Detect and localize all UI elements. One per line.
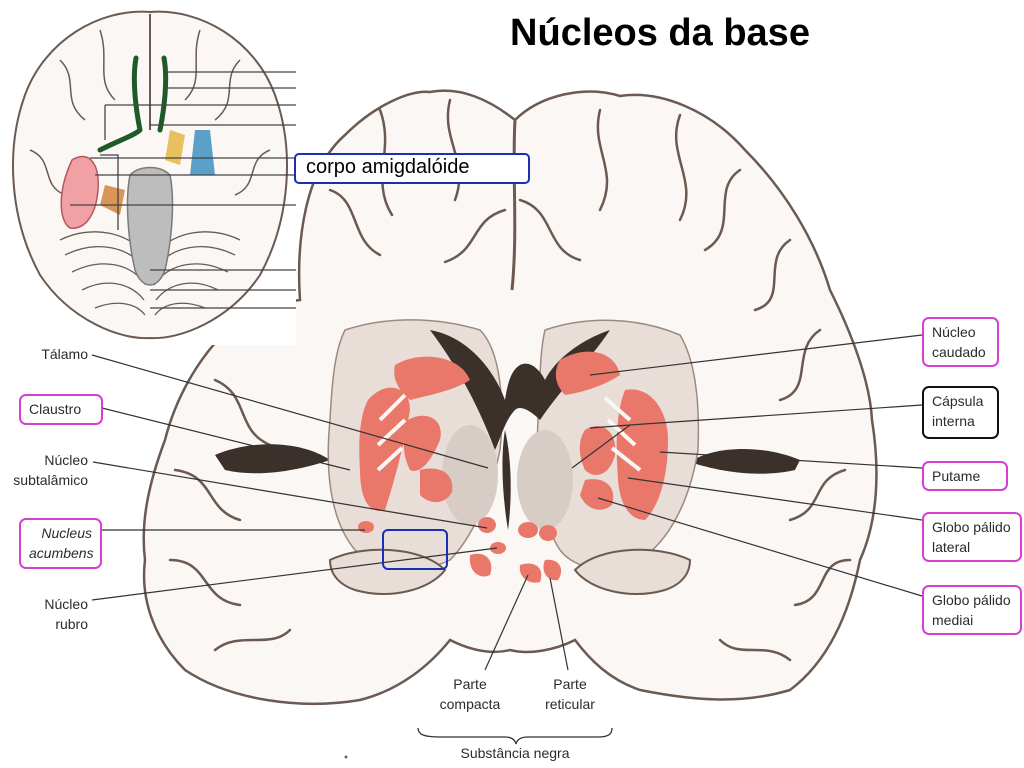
longitudinal-fissure	[510, 119, 517, 291]
label-capsula-interna-line2: interna	[932, 413, 975, 429]
leader-talamo	[91, 354, 489, 469]
label-nucleo-caudado-box: Núcleo caudado	[922, 317, 999, 367]
basal-nuclei-right	[518, 351, 668, 583]
label-globo-palido-lateral-line2: lateral	[932, 539, 971, 555]
leader-capsula-2	[571, 424, 631, 469]
label-nucleo-subtalamico-line2: subtalâmico	[13, 472, 88, 488]
label-nucleus-acumbens-line1: Nucleus	[41, 525, 92, 541]
leader-putame	[659, 451, 923, 469]
highlight-rectangle	[382, 529, 448, 570]
substancia-negra-bracket	[417, 727, 613, 745]
label-claustro: Claustro	[29, 401, 82, 417]
label-substancia-negra: Substância negra	[460, 745, 570, 761]
label-nucleo-caudado-line1: Núcleo	[932, 324, 976, 340]
inset-olfactory-tracts	[97, 55, 169, 153]
inset-brainstem	[126, 166, 174, 286]
temporal-lobe-right	[573, 548, 692, 595]
basal-nuclei-left	[358, 356, 506, 577]
label-nucleo-subtalamico-line1: Núcleo	[44, 452, 88, 468]
inset-leader-lines	[70, 71, 296, 309]
thalamus-right	[517, 430, 573, 530]
label-capsula-interna-box: Cápsula interna	[922, 386, 999, 439]
lateral-sulcus-left	[215, 444, 330, 474]
label-nucleo-rubro-line2: rubro	[55, 616, 88, 632]
corpo-amigdaloide-callout: corpo amigdalóide	[294, 153, 530, 184]
label-parte-reticular: Parte reticular	[530, 674, 610, 714]
label-nucleus-acumbens-line2: acumbens	[29, 545, 94, 561]
leader-claustro	[101, 407, 351, 471]
label-nucleo-caudado-line2: caudado	[932, 344, 986, 360]
temporal-lobe-left	[328, 548, 447, 595]
leader-gp-mediai	[597, 497, 923, 597]
label-globo-palido-lateral-box: Globo pálido lateral	[922, 512, 1022, 562]
inset-vessels-blue	[190, 130, 215, 175]
label-nucleo-subtalamico: Núcleo subtalâmico	[2, 450, 88, 490]
leader-rubro	[91, 547, 498, 601]
label-parte-reticular-line2: reticular	[545, 696, 595, 712]
label-globo-palido-lateral-line1: Globo pálido	[932, 519, 1011, 535]
third-ventricle	[502, 430, 511, 530]
inset-vessels-orange	[100, 185, 125, 215]
label-nucleo-rubro: Núcleo rubro	[10, 594, 88, 634]
label-globo-palido-mediai-line2: mediai	[932, 612, 974, 628]
leader-caudado	[589, 334, 923, 376]
inset-amygdala-region	[60, 155, 99, 229]
inset-vessels-yellow	[165, 130, 185, 165]
label-parte-compacta: Parte compacta	[430, 674, 510, 714]
internal-capsule-streaks	[376, 393, 642, 472]
label-globo-palido-mediai-box: Globo pálido mediai	[922, 585, 1022, 635]
label-nucleus-acumbens-box: Nucleus acumbens	[19, 518, 102, 569]
leader-gp-lateral	[627, 477, 923, 521]
speck	[344, 755, 348, 759]
label-claustro-box: Claustro	[19, 394, 103, 425]
label-nucleo-rubro-line1: Núcleo	[44, 596, 88, 612]
label-globo-palido-mediai-line1: Globo pálido	[932, 592, 1011, 608]
leader-parte-compacta	[484, 574, 529, 671]
label-parte-compacta-line1: Parte	[453, 676, 487, 692]
label-parte-reticular-line1: Parte	[553, 676, 587, 692]
page-title: Núcleos da base	[510, 12, 810, 54]
label-putame-box: Putame	[922, 461, 1008, 491]
leader-lines	[91, 334, 923, 671]
label-talamo: Tálamo	[41, 346, 88, 362]
leader-subtalamico	[92, 461, 488, 529]
thalamus-left	[442, 425, 498, 525]
sulci	[168, 98, 852, 662]
label-putame: Putame	[932, 468, 981, 484]
inset-brain-ventral-view	[0, 0, 296, 345]
inset-gyri	[29, 29, 271, 196]
label-parte-compacta-line2: compacta	[439, 696, 501, 712]
leader-parte-reticular	[549, 577, 569, 671]
label-capsula-interna-line1: Cápsula	[932, 393, 984, 409]
